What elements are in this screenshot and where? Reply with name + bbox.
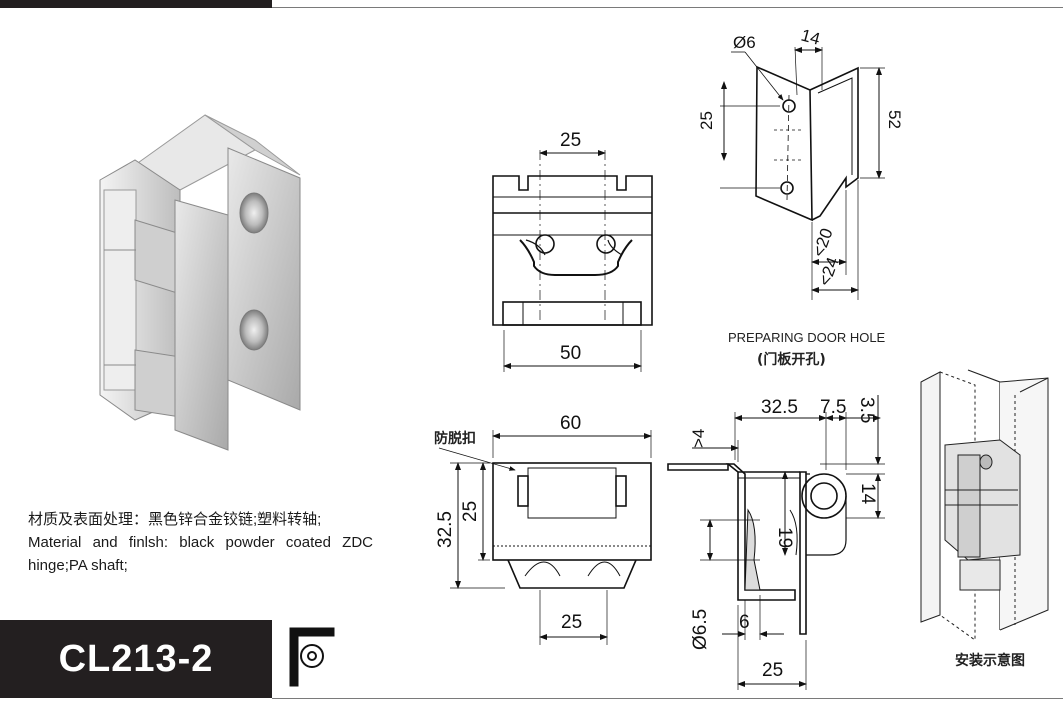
installation-caption: 安装示意图 <box>955 652 1025 669</box>
model-number-box: CL213-2 <box>0 620 272 698</box>
side-dim-6: 6 <box>739 612 750 633</box>
top-rule <box>272 7 1063 8</box>
bottom-view <box>438 430 652 645</box>
bottom-dim-25-h: 25 <box>561 612 582 633</box>
door-dim-14: 14 <box>799 26 822 49</box>
front-dim-25: 25 <box>560 130 581 151</box>
installation-sketch <box>920 369 1049 641</box>
door-hole-view <box>720 46 885 300</box>
bottom-dim-25-v: 25 <box>460 501 481 522</box>
door-dim-24: <24 <box>815 255 843 289</box>
model-number: CL213-2 <box>58 637 214 680</box>
material-en-line2: hinge;PA shaft; <box>28 557 128 574</box>
side-dim-gt4: >4 <box>689 429 708 448</box>
material-zh: 材质及表面处理：黑色锌合金铰链;塑料转轴; <box>28 511 322 528</box>
material-en-line1: Material and finlsh: black powder coated… <box>28 534 373 551</box>
side-dim-dia6-5: Ø6.5 <box>690 609 711 650</box>
bottom-dim-60: 60 <box>560 413 581 434</box>
door-dim-25: 25 <box>697 111 716 130</box>
side-dim-14: 14 <box>857 483 878 505</box>
brand-logo-icon <box>289 627 335 687</box>
side-dim-3-5: 3.5 <box>856 397 877 423</box>
front-dim-50: 50 <box>560 343 581 364</box>
door-dim-52: 52 <box>885 110 904 129</box>
side-section-view <box>667 395 885 690</box>
front-view <box>492 150 653 372</box>
side-dim-25: 25 <box>762 660 783 681</box>
anti-release-callout: 防脱扣 <box>434 430 476 447</box>
side-dim-7-5: 7.5 <box>820 397 846 418</box>
door-hole-caption-zh: (门板开孔) <box>757 351 826 368</box>
hinge-3d-render <box>99 114 301 451</box>
side-dim-32-5: 32.5 <box>761 397 798 418</box>
bottom-rule <box>272 698 1063 699</box>
top-bar <box>0 0 272 8</box>
material-description: 材质及表面处理：黑色锌合金铰链;塑料转轴; Material and finls… <box>28 508 373 577</box>
door-hole-caption-en: PREPARING DOOR HOLE <box>728 330 886 345</box>
door-dim-dia6: Ø6 <box>733 33 756 52</box>
door-dim-20: <20 <box>809 226 837 260</box>
side-dim-19: 19 <box>774 527 795 548</box>
bottom-dim-32-5: 32.5 <box>435 511 456 548</box>
